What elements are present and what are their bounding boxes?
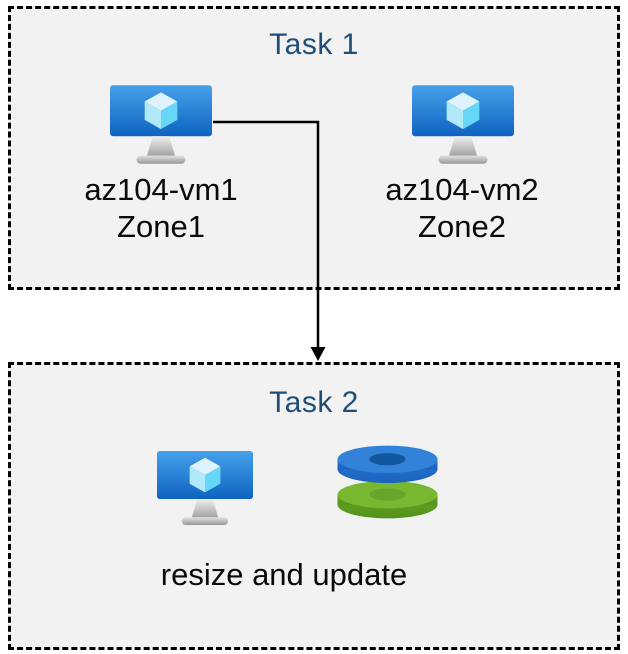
virtual-machine-icon xyxy=(157,451,253,525)
vm1-label: az104-vm1 Zone1 xyxy=(61,171,261,245)
vm2-label: az104-vm2 Zone2 xyxy=(362,171,562,245)
vm1-zone: Zone1 xyxy=(117,209,205,244)
vm2-name: az104-vm2 xyxy=(385,172,539,207)
vm2-zone: Zone2 xyxy=(418,209,506,244)
managed-disks-icon xyxy=(337,445,438,519)
task2-title: Task 2 xyxy=(269,386,359,419)
task2-group xyxy=(8,362,620,650)
task2-caption: resize and update xyxy=(160,557,408,592)
vm1-name: az104-vm1 xyxy=(84,172,238,207)
virtual-machine-icon xyxy=(412,85,514,164)
task1-title: Task 1 xyxy=(269,28,359,61)
virtual-machine-icon xyxy=(110,85,212,164)
